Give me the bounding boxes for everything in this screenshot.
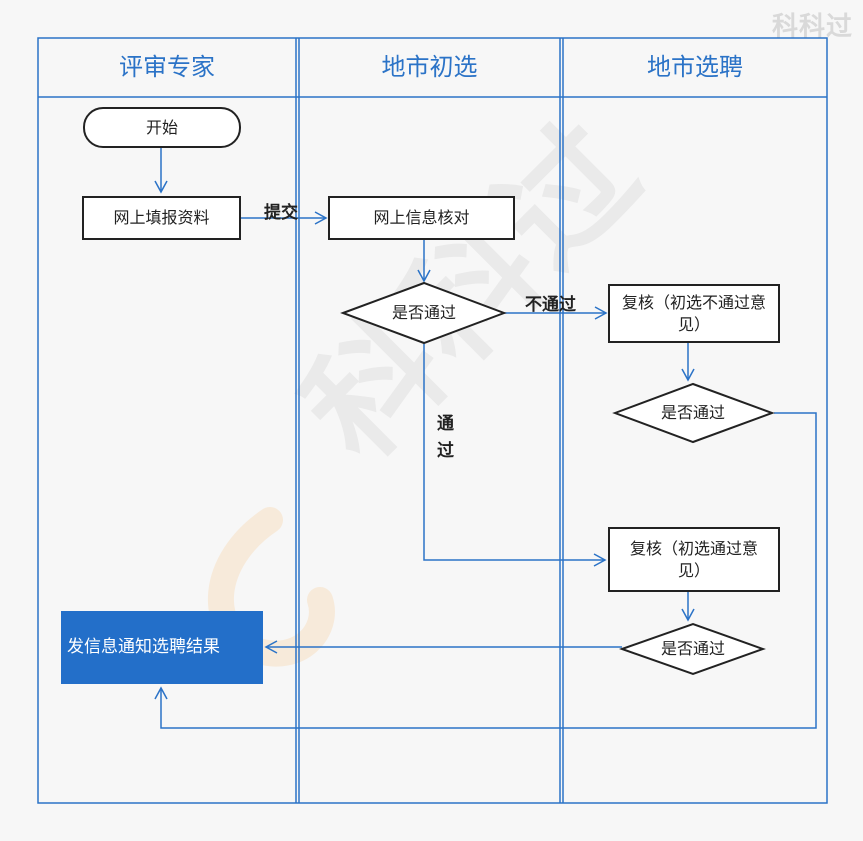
edge-decision1-pass xyxy=(423,344,607,567)
lane-title-city-selection: 地市选聘 xyxy=(647,53,743,81)
edge-label-submit: 提交 xyxy=(264,203,298,223)
decision2-label: 是否通过 xyxy=(660,403,725,422)
verify-info-node: 网上信息核对 xyxy=(328,196,515,240)
review-fail-node: 复核（初选不通过意见） xyxy=(608,284,780,343)
brand-logo: 科科过 xyxy=(771,12,853,42)
lane-title-expert: 评审专家 xyxy=(119,53,215,81)
lane-title-city-preselect: 地市初选 xyxy=(381,53,478,81)
edge-label-pass-1: 通 xyxy=(437,414,454,434)
decision1-shape xyxy=(340,281,507,345)
decision3-shape xyxy=(618,622,766,676)
edge-label-not-pass: 不通过 xyxy=(525,295,576,315)
start-node: 开始 xyxy=(83,107,241,148)
edge-label-pass-2: 过 xyxy=(437,441,454,461)
notify-result-node: 发信息通知选聘结果 xyxy=(61,611,263,684)
review-pass-node: 复核（初选通过意见） xyxy=(608,527,780,592)
decision3-label: 是否通过 xyxy=(660,639,725,658)
submit-info-node: 网上填报资料 xyxy=(82,196,241,240)
decision1-label: 是否通过 xyxy=(391,303,456,322)
decision2-shape xyxy=(612,382,775,444)
edge-decision2-to-notify xyxy=(154,412,817,729)
